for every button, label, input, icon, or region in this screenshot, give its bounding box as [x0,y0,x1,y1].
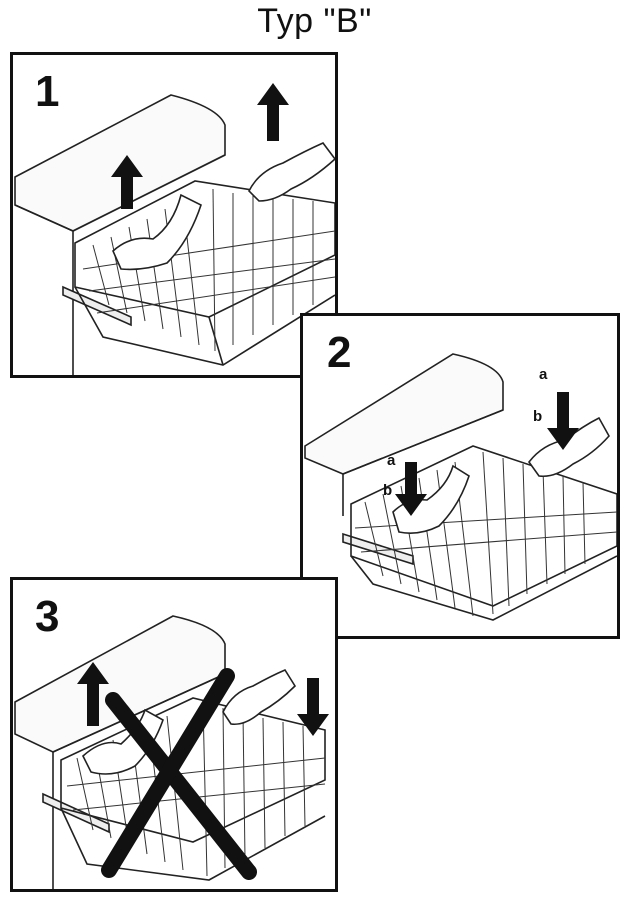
label-b-left: b [383,482,393,499]
step-1-number: 1 [35,67,60,116]
label-a-left: a [387,452,396,469]
label-b-right: b [533,408,543,425]
step-1-illustration [14,83,335,375]
step-2-number: 2 [327,328,352,377]
step-3-illustration [14,615,329,889]
step-3-number: 3 [35,592,60,641]
step-2-illustration [304,353,617,621]
step-2-panel: 2 a b a b [300,313,620,639]
step-3-panel: 3 [10,577,338,892]
step-1-panel: 1 [10,52,338,378]
label-a-right: a [539,366,548,383]
diagram-title: Typ "B" [257,2,372,40]
